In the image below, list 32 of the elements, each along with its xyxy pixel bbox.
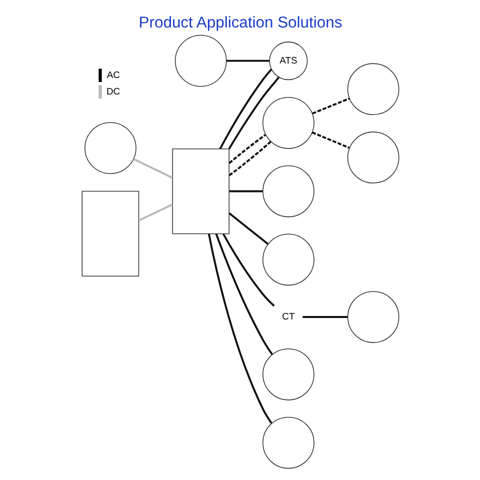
connector — [311, 132, 350, 149]
connector — [228, 140, 271, 176]
connector — [312, 98, 350, 114]
diagram-title: Product Application Solutions — [138, 14, 342, 32]
node-circle — [262, 234, 314, 286]
connector — [132, 158, 172, 179]
connector — [218, 68, 272, 150]
connector — [138, 204, 172, 222]
node-box — [81, 190, 139, 277]
node-box — [172, 148, 229, 234]
node-circle — [346, 291, 399, 343]
node-circle — [84, 122, 136, 174]
connector — [214, 233, 272, 355]
connector — [228, 134, 266, 164]
legend-label: DC — [106, 85, 120, 96]
node-text: CT — [282, 310, 294, 322]
node-circle: ATS — [268, 42, 308, 80]
node-circle — [262, 96, 314, 149]
connector — [226, 60, 269, 62]
connector — [302, 316, 348, 318]
node-circle — [346, 132, 399, 184]
legend-label: AC — [106, 68, 120, 80]
connector — [228, 76, 280, 150]
node-circle — [262, 348, 314, 400]
node-circle — [262, 416, 314, 469]
connector — [228, 190, 262, 192]
connector — [228, 212, 268, 245]
connector — [222, 233, 274, 307]
node-circle — [346, 63, 399, 116]
node-circle — [262, 165, 314, 218]
connector — [207, 234, 272, 424]
node-circle — [174, 34, 226, 87]
